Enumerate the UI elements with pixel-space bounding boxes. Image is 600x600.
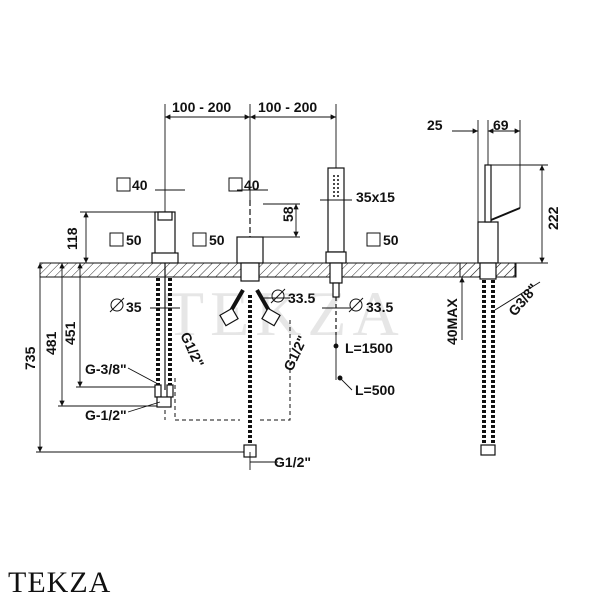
spray-dot xyxy=(333,175,335,177)
spray-dot xyxy=(333,183,335,185)
label-g1-2-bottom: G1/2" xyxy=(274,454,311,470)
spray-dot xyxy=(333,195,335,197)
label-h118: 118 xyxy=(64,227,80,250)
label-side-222: 222 xyxy=(545,206,561,230)
label-g3-8: G-3/8" xyxy=(85,361,127,377)
label-h58: 58 xyxy=(280,206,296,222)
y-connector xyxy=(219,289,281,458)
square-symbol-icon xyxy=(192,232,207,247)
label-sq50-left: 50 xyxy=(126,232,142,248)
diameter-symbol-icon xyxy=(110,298,124,312)
spray-dot xyxy=(333,191,335,193)
label-side-69: 69 xyxy=(493,117,509,133)
spray-dot xyxy=(337,179,339,181)
label-side-g3-8: G3/8" xyxy=(505,280,541,319)
diameter-symbol-icon xyxy=(349,298,363,312)
label-h481: 481 xyxy=(43,331,59,355)
label-sq40-left: 40 xyxy=(132,177,148,193)
label-h451: 451 xyxy=(62,321,78,345)
label-handshower-size: 35x15 xyxy=(356,189,395,205)
label-l500: L=500 xyxy=(355,382,395,398)
label-sq50-mid: 50 xyxy=(209,232,225,248)
dimension-lines xyxy=(36,104,353,470)
spray-dot xyxy=(337,187,339,189)
watermark-text: TEKZA xyxy=(165,278,405,349)
square-symbol-icon xyxy=(109,232,124,247)
side-view xyxy=(452,120,548,456)
square-symbol-icon xyxy=(366,232,381,247)
label-spacing-left: 100 - 200 xyxy=(172,99,231,115)
label-dia33-5-right: 33.5 xyxy=(366,299,393,315)
left-mixer-body xyxy=(151,211,179,390)
label-l1500: L=1500 xyxy=(345,340,393,356)
label-sq40-mid: 40 xyxy=(244,177,260,193)
label-spacing-right: 100 - 200 xyxy=(258,99,317,115)
middle-spout-body xyxy=(236,200,264,282)
label-dia33-5-mid: 33.5 xyxy=(288,290,315,306)
spray-dot xyxy=(337,183,339,185)
spray-dot xyxy=(337,175,339,177)
label-sq50-right: 50 xyxy=(383,232,399,248)
hidden-hoses xyxy=(164,320,291,421)
spray-dot xyxy=(333,187,335,189)
right-handshower xyxy=(325,167,347,335)
diameter-symbol-icon xyxy=(271,289,285,303)
square-symbol-icon xyxy=(228,177,243,192)
deck-front xyxy=(39,262,516,278)
front-view xyxy=(151,167,347,458)
handshower-spray-face xyxy=(333,175,339,197)
brand-logo: TEKZA xyxy=(8,566,112,599)
label-g-1-2: G-1/2" xyxy=(85,407,127,423)
label-dia35: 35 xyxy=(126,299,142,315)
left-hoses xyxy=(154,278,174,408)
label-h735: 735 xyxy=(22,346,38,370)
spray-dot xyxy=(333,179,335,181)
square-symbol-icon xyxy=(116,177,131,192)
spray-dot xyxy=(337,195,339,197)
label-side-40max: 40MAX xyxy=(444,298,460,345)
label-side-25: 25 xyxy=(427,117,443,133)
spray-dot xyxy=(337,191,339,193)
